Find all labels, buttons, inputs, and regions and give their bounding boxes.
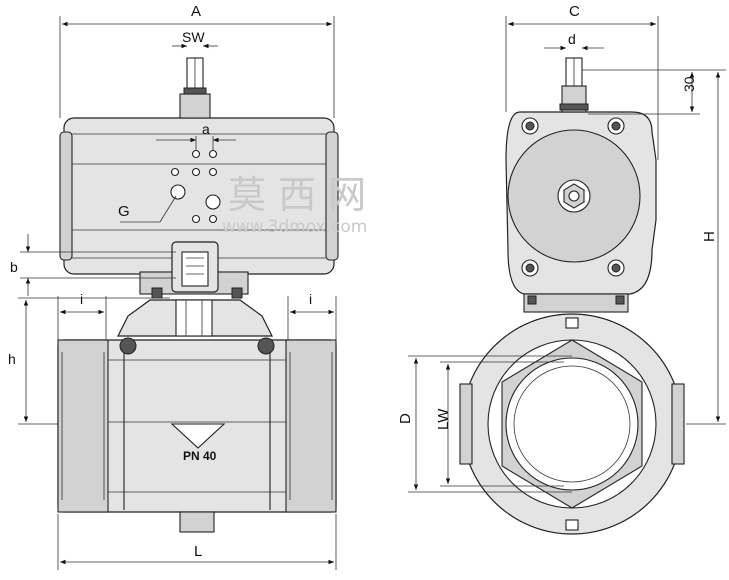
dim-SW: SW [182, 29, 205, 45]
dim-i-left: i [80, 291, 83, 307]
dim-C: C [569, 3, 580, 20]
side-view [459, 57, 685, 535]
dim-H: H [701, 231, 718, 242]
dim-G: G [118, 203, 130, 220]
dim-i-right: i [309, 291, 312, 307]
front-dimensions: A SW a G b i i h [8, 3, 337, 570]
watermark-chinese: 莫 西 网 [228, 173, 366, 217]
dim-h: h [8, 351, 16, 367]
top-shaft-flange [179, 93, 211, 119]
dim-LW: LW [435, 408, 452, 430]
dim-d: d [568, 31, 576, 47]
dim-L: L [194, 543, 202, 560]
dim-A: A [191, 3, 201, 20]
pn-label: PN 40 [183, 449, 217, 463]
actuator-end-cap-right [325, 131, 339, 261]
dim-30: 30 [681, 76, 697, 92]
port-holes [170, 149, 221, 224]
flow-arrow [170, 423, 226, 449]
watermark-url: www.3dmox.com [222, 217, 367, 237]
front-view: PN 40 [57, 57, 339, 533]
watermark: 莫 西 网 www.3dmox.com [222, 173, 367, 237]
dim-a: a [202, 121, 210, 137]
actuator-end-cap-left [59, 131, 73, 261]
dim-D: D [397, 413, 414, 424]
dim-b: b [10, 259, 18, 275]
side-dimensions: C d 30 H D LW [397, 3, 726, 493]
